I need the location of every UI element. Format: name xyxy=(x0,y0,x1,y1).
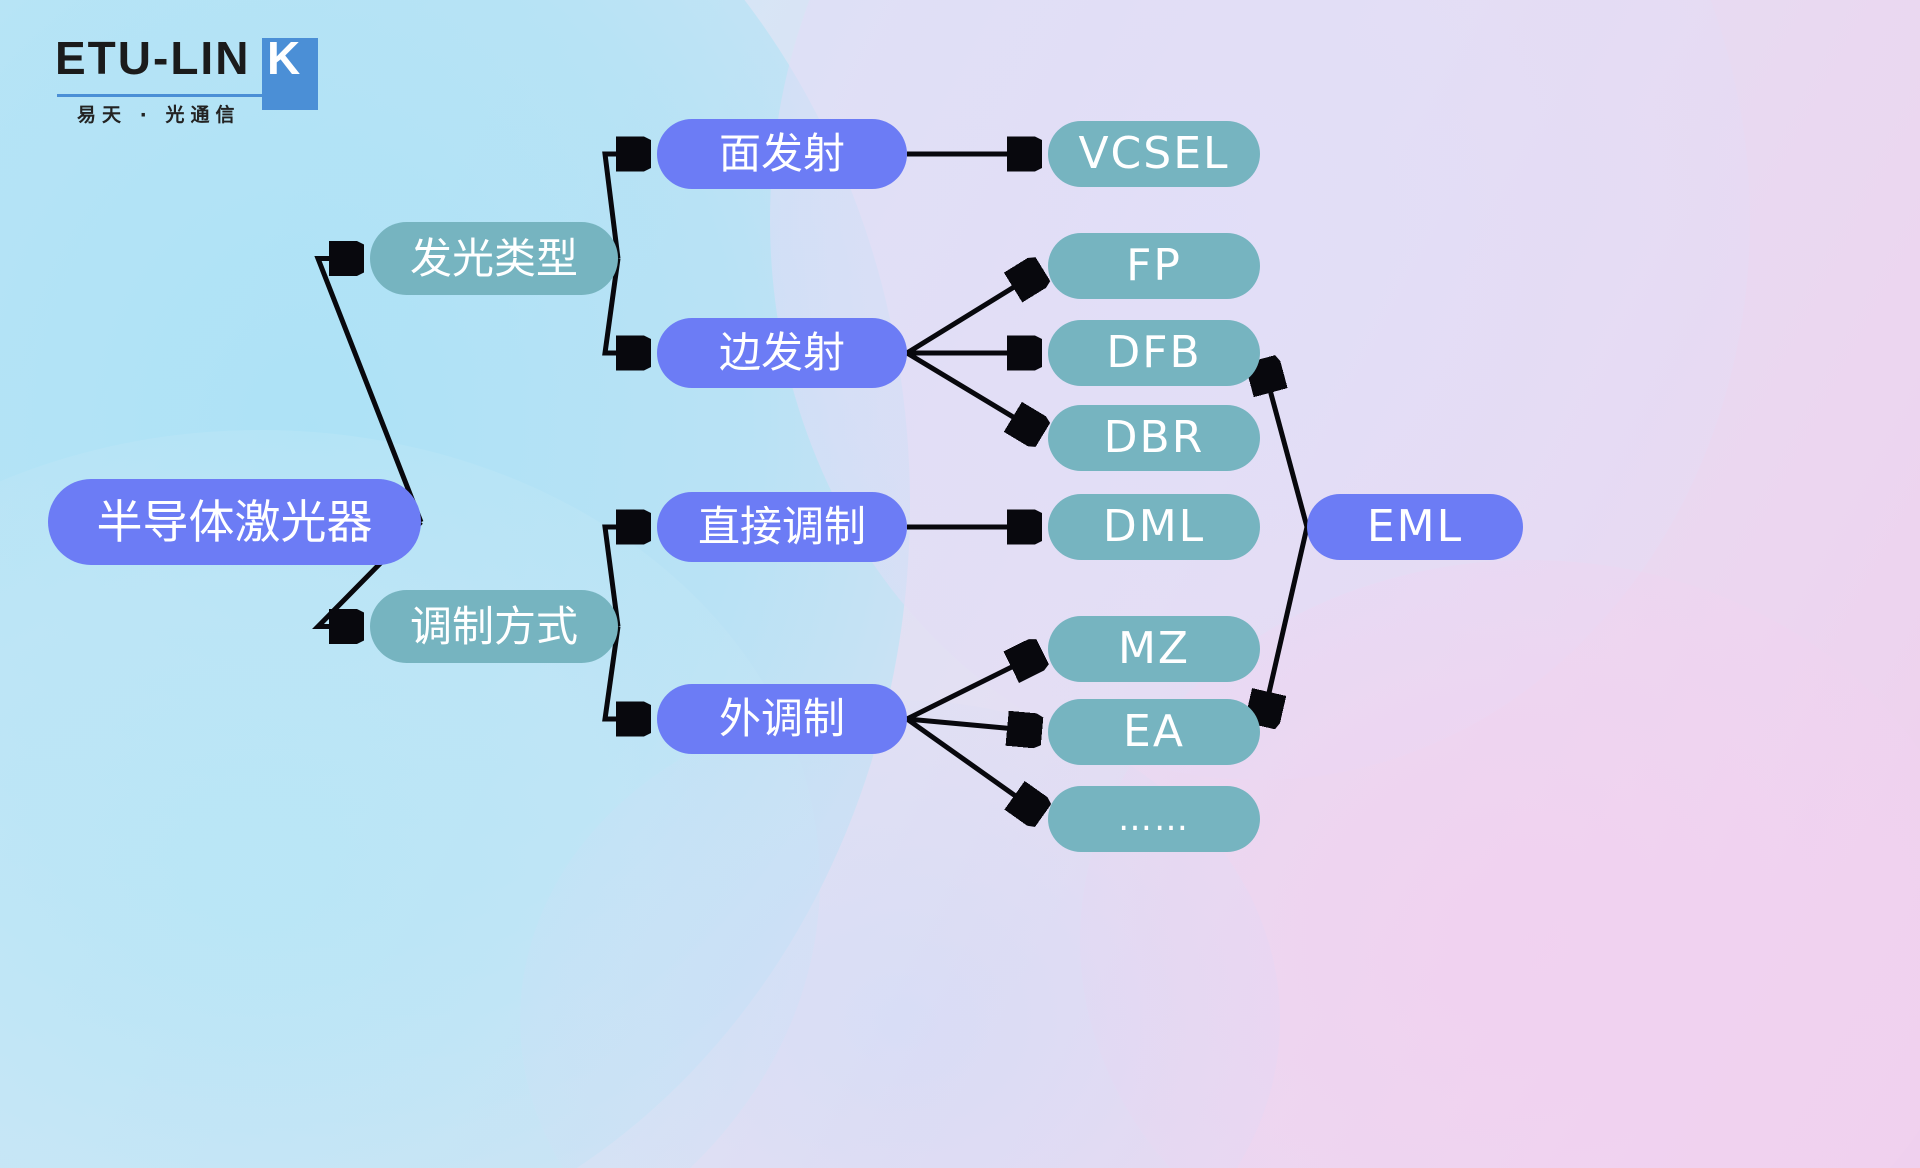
node-label-mz: MZ xyxy=(1117,623,1191,674)
logo-subtitle: 易天 · 光通信 xyxy=(77,104,241,126)
node-label-root: 半导体激光器 xyxy=(96,495,373,549)
node-label-emit: 发光类型 xyxy=(409,233,578,283)
node-root[interactable]: 半导体激光器 xyxy=(48,479,421,565)
node-edge[interactable]: 边发射 xyxy=(657,318,907,388)
edge-emit-to-edge xyxy=(602,258,644,354)
logo-k-letter: K xyxy=(267,32,301,84)
edge-eml-to-ea xyxy=(1263,526,1310,719)
node-emit[interactable]: 发光类型 xyxy=(370,222,618,295)
edge-edge-to-dbr xyxy=(905,350,1037,431)
node-label-dbr: DBR xyxy=(1103,412,1205,463)
node-label-direct: 直接调制 xyxy=(697,502,866,551)
logo-underline xyxy=(57,94,262,97)
edge-mod-to-direct xyxy=(602,527,644,627)
node-direct[interactable]: 直接调制 xyxy=(657,492,907,562)
node-eml[interactable]: EML xyxy=(1307,494,1523,560)
node-mz[interactable]: MZ xyxy=(1048,616,1260,682)
edge-external-to-mz xyxy=(905,655,1036,722)
node-dfb[interactable]: DFB xyxy=(1048,320,1260,386)
node-label-mod: 调制方式 xyxy=(409,601,578,651)
node-external[interactable]: 外调制 xyxy=(657,684,907,754)
edge-edge-to-fp xyxy=(905,273,1037,356)
edge-external-to-ea xyxy=(906,719,1035,731)
edge-external-to-etc xyxy=(905,716,1037,811)
node-label-edge: 边发射 xyxy=(718,328,845,377)
node-label-fp: FP xyxy=(1126,240,1182,291)
node-label-vcsel: VCSEL xyxy=(1078,128,1230,179)
node-label-etc: …… xyxy=(1118,799,1190,839)
node-label-dfb: DFB xyxy=(1106,327,1202,378)
node-label-eml: EML xyxy=(1366,501,1464,552)
node-etc[interactable]: …… xyxy=(1048,786,1260,852)
etu-link-logo: ETU-LIN K 易天 · 光通信 xyxy=(55,32,335,132)
node-label-surface: 面发射 xyxy=(718,129,845,178)
node-fp[interactable]: FP xyxy=(1048,233,1260,299)
edge-root-to-emit xyxy=(314,259,424,523)
node-label-dml: DML xyxy=(1102,501,1206,552)
node-surface[interactable]: 面发射 xyxy=(657,119,907,189)
node-dml[interactable]: DML xyxy=(1048,494,1260,560)
edge-emit-to-surface xyxy=(602,154,644,259)
edge-mod-to-external xyxy=(602,626,644,720)
node-vcsel[interactable]: VCSEL xyxy=(1048,121,1260,187)
node-ea[interactable]: EA xyxy=(1048,699,1260,765)
logo-wordmark: ETU-LIN xyxy=(55,32,251,84)
node-label-ea: EA xyxy=(1123,706,1185,757)
node-label-external: 外调制 xyxy=(718,694,845,743)
edge-eml-to-dfb xyxy=(1263,366,1310,528)
node-mod[interactable]: 调制方式 xyxy=(370,590,618,663)
node-dbr[interactable]: DBR xyxy=(1048,405,1260,471)
